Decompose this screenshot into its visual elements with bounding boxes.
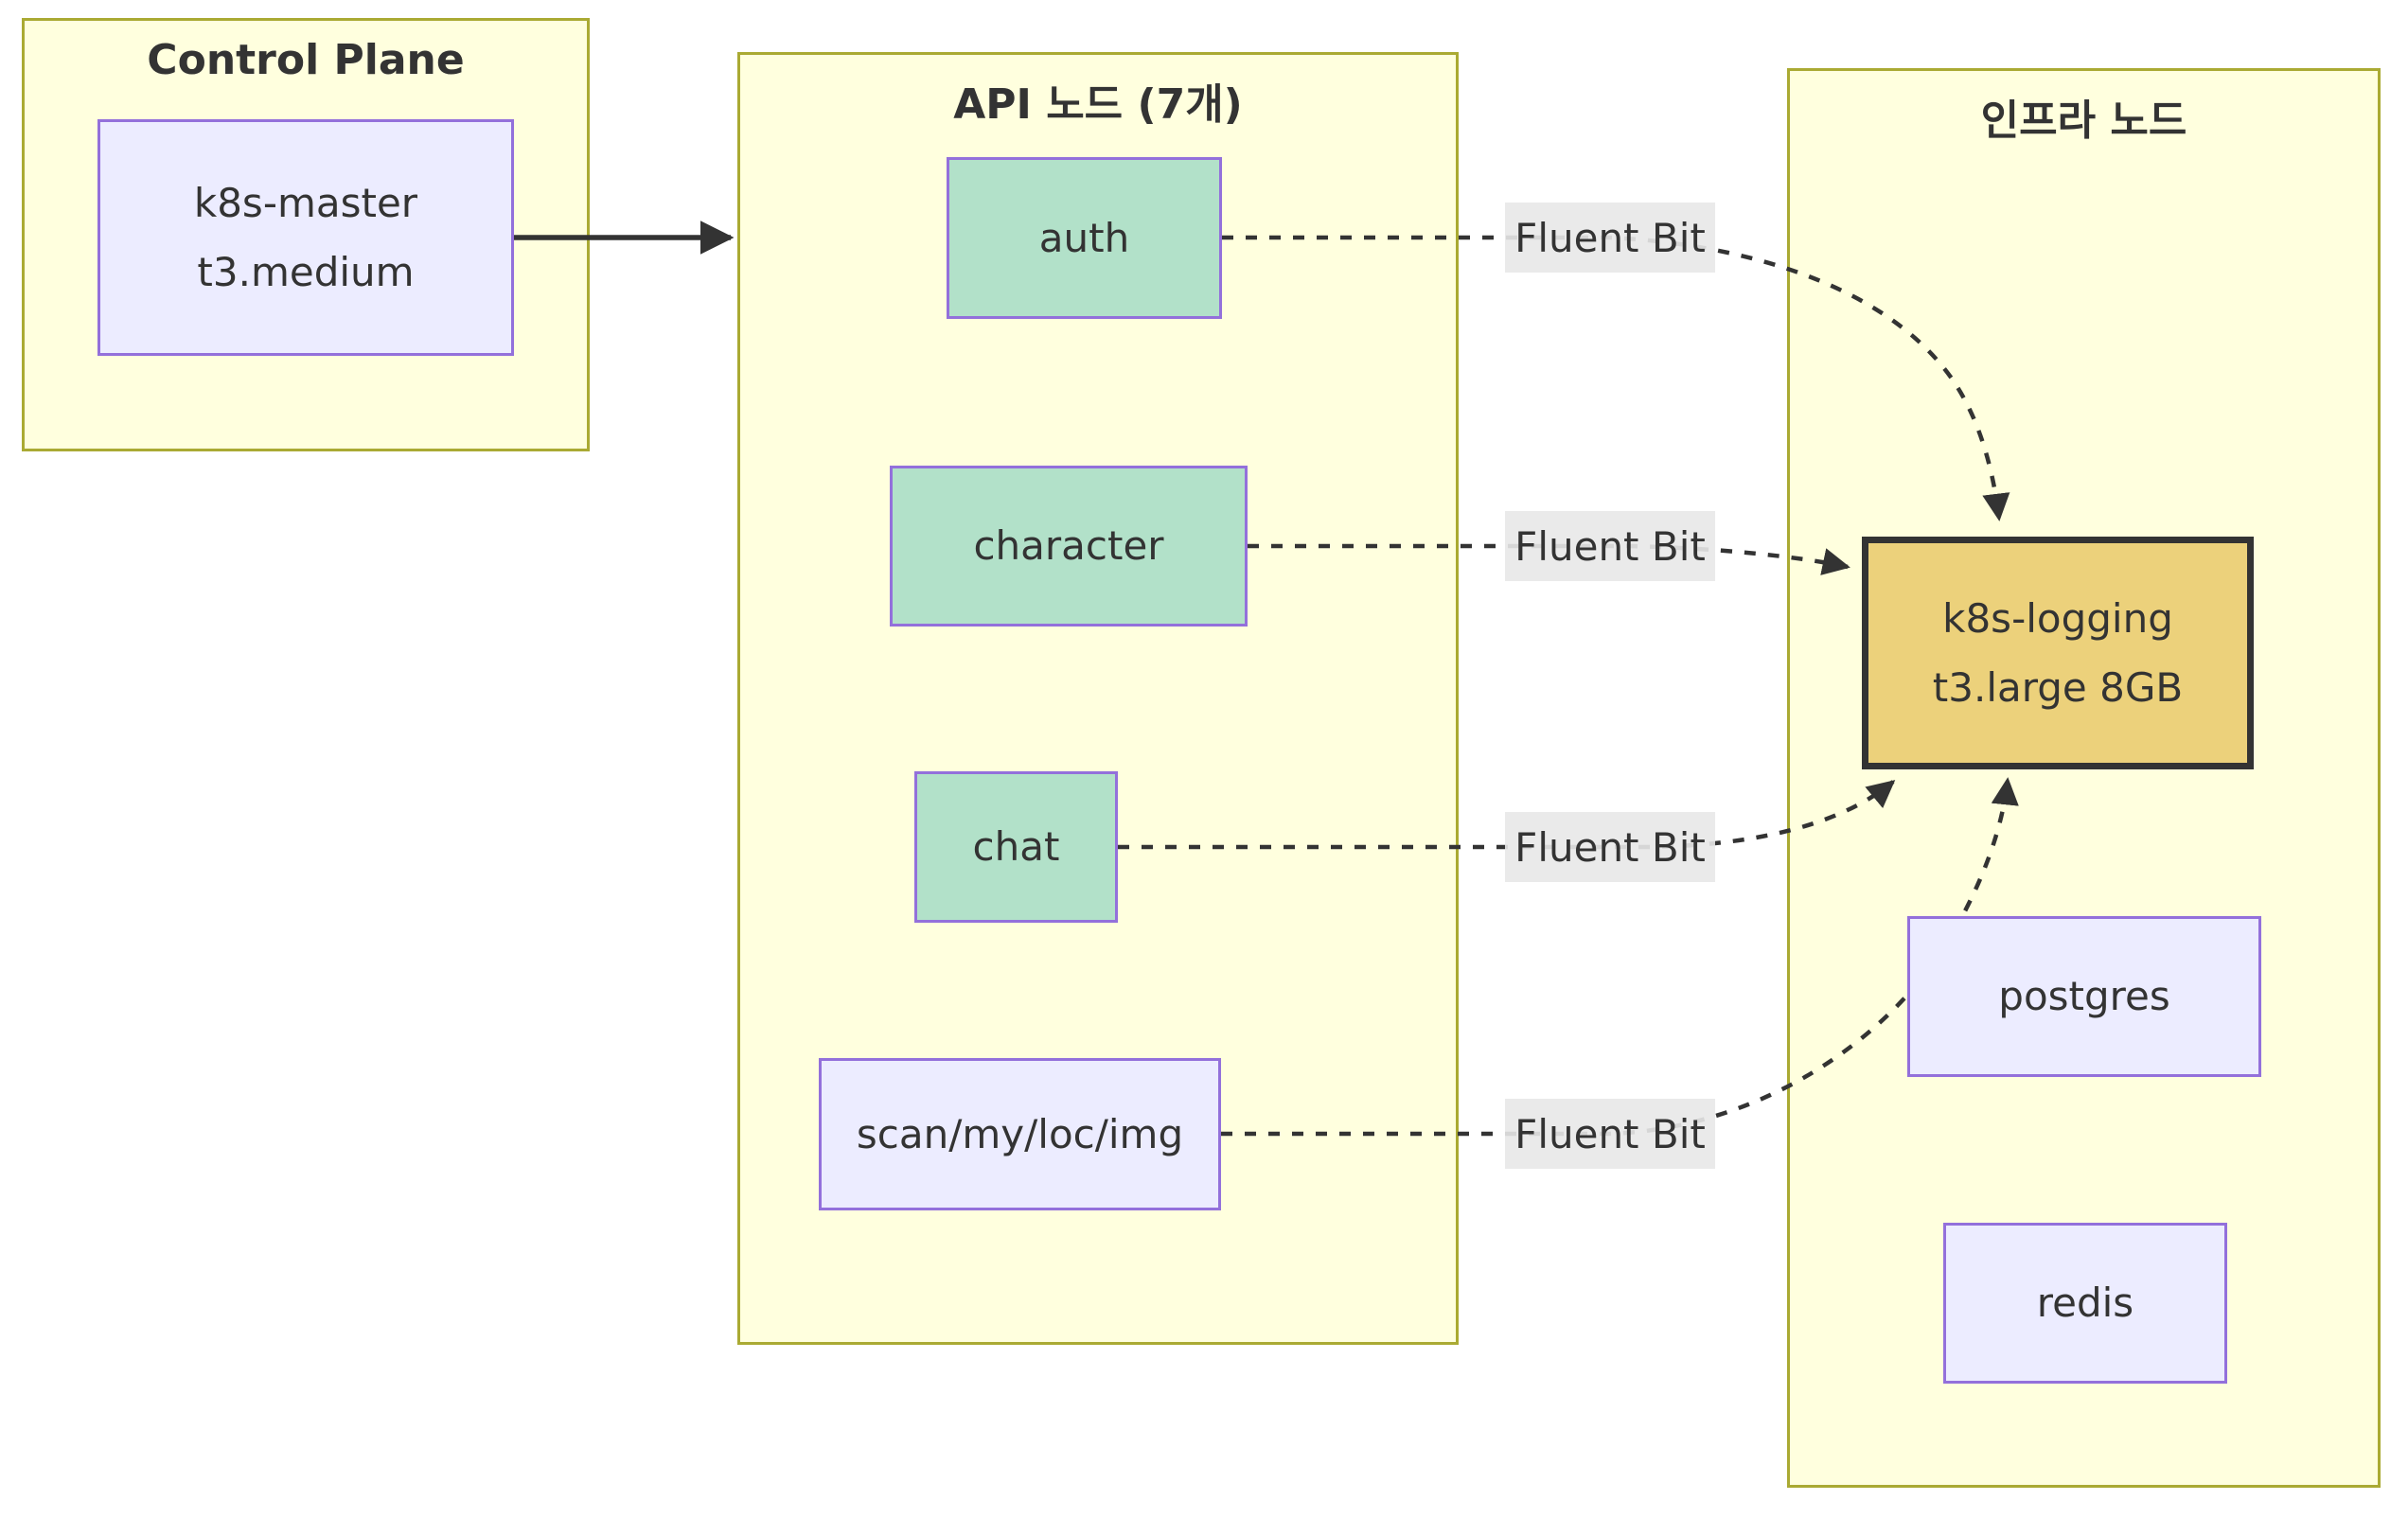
node-character-label: character	[973, 522, 1164, 570]
cluster-infra-nodes-title: 인프라 노드	[1980, 97, 2187, 145]
node-postgres: postgres	[1907, 916, 2261, 1077]
node-k8s-logging-line1: k8s-logging	[1942, 594, 2173, 642]
node-scan-my-loc-img-label: scan/my/loc/img	[856, 1110, 1184, 1157]
node-k8s-logging: k8s-logging t3.large 8GB	[1862, 537, 2254, 769]
cluster-api-nodes-title: API 노드 (7개)	[953, 80, 1243, 129]
cluster-control-plane-title: Control Plane	[147, 36, 465, 84]
node-character: character	[890, 466, 1248, 627]
node-k8s-logging-line2: t3.large 8GB	[1932, 664, 2184, 711]
node-auth-label: auth	[1038, 214, 1130, 261]
node-postgres-label: postgres	[1998, 973, 2170, 1020]
node-redis: redis	[1943, 1223, 2227, 1384]
edge-character-to-logging-path	[1248, 543, 1850, 575]
edge-label-fluent-bit-character: Fluent Bit	[1505, 511, 1715, 581]
node-chat-label: chat	[972, 823, 1060, 871]
node-k8s-master-line2: t3.medium	[197, 249, 415, 295]
edge-chat-to-logging-path	[1118, 780, 1896, 850]
node-chat: chat	[914, 771, 1118, 923]
node-k8s-master-line1: k8s-master	[193, 179, 418, 226]
node-redis-label: redis	[2036, 1280, 2134, 1327]
node-auth: auth	[947, 157, 1222, 319]
node-k8s-master: k8s-master t3.medium	[97, 119, 514, 356]
edge-label-fluent-bit-auth: Fluent Bit	[1505, 203, 1715, 273]
edge-label-fluent-bit-scan: Fluent Bit	[1505, 1099, 1715, 1169]
edge-auth-to-logging-path	[1222, 235, 2010, 521]
edge-label-fluent-bit-chat: Fluent Bit	[1505, 812, 1715, 882]
node-scan-my-loc-img: scan/my/loc/img	[819, 1058, 1221, 1210]
